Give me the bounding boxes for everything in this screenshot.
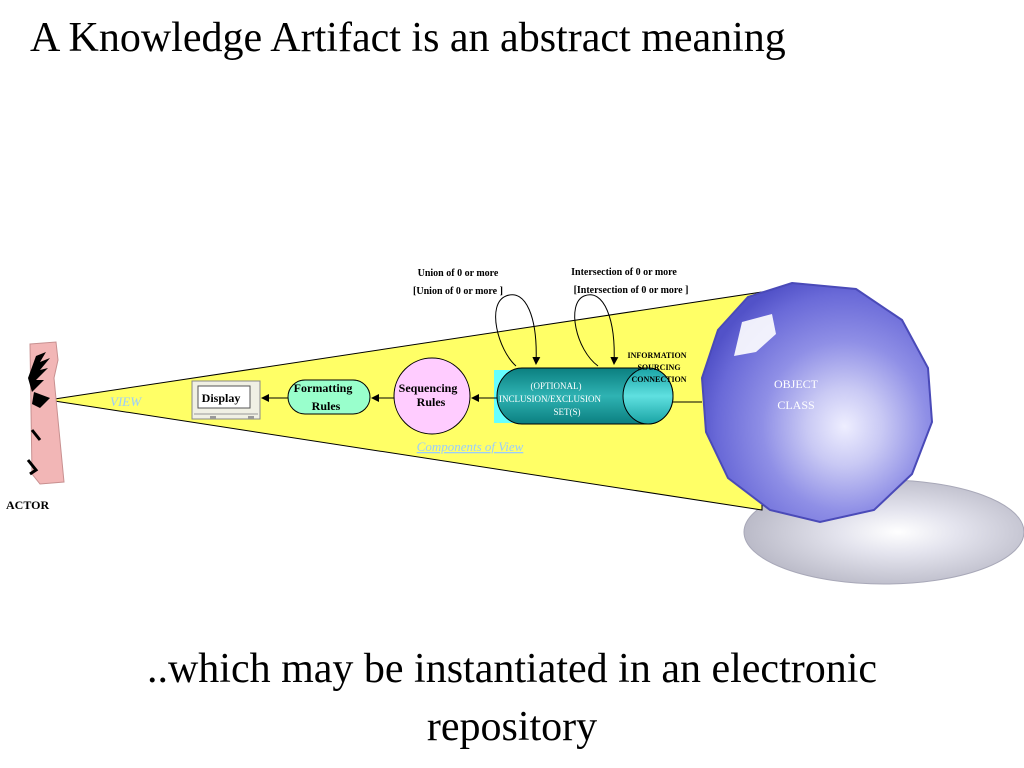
info-sourcing-label-2: SOURCING bbox=[637, 363, 680, 372]
actor-mouth bbox=[26, 429, 42, 476]
subtitle-line-2: repository bbox=[426, 704, 598, 750]
slide-subtitle: ..which may be instantiated in an electr… bbox=[0, 640, 1024, 756]
object-class-label-2: CLASS bbox=[777, 398, 814, 412]
intersection-loop-arrow bbox=[574, 294, 619, 367]
actor-label: ACTOR bbox=[6, 498, 49, 512]
display-label: Display bbox=[202, 391, 241, 405]
sequencing-label-2: Rules bbox=[417, 395, 446, 409]
union-loop-arrow bbox=[495, 294, 541, 367]
union-label-1: Union of 0 or more bbox=[418, 268, 499, 279]
info-sourcing-label-3: CONNECTION bbox=[631, 375, 686, 384]
inclusion-label-2: INCLUSION/EXCLUSION bbox=[499, 394, 601, 404]
inclusion-label-3: SET(S) bbox=[554, 407, 581, 417]
formatting-rules-shape bbox=[287, 379, 371, 415]
formatting-label-1: Formatting bbox=[294, 381, 353, 395]
inclusion-label-1: (OPTIONAL) bbox=[531, 381, 582, 391]
subtitle-line-1: ..which may be instantiated in an electr… bbox=[146, 646, 878, 692]
sequencing-rules-shape bbox=[393, 357, 471, 435]
actor-hair bbox=[28, 352, 50, 392]
object-class-label-1: OBJECT bbox=[774, 377, 819, 391]
actor-eye bbox=[32, 392, 50, 408]
formatting-label-2: Rules bbox=[312, 399, 341, 413]
intersection-label-1: Intersection of 0 or more bbox=[571, 267, 677, 278]
inclusion-exclusion-cylinder bbox=[494, 367, 674, 425]
slide-title: A Knowledge Artifact is an abstract mean… bbox=[30, 15, 786, 61]
display-monitor bbox=[191, 380, 261, 420]
view-label: VIEW bbox=[110, 394, 142, 409]
actor-figure bbox=[26, 341, 65, 485]
sphere-highlight bbox=[734, 314, 776, 356]
sequencing-label-1: Sequencing bbox=[399, 381, 458, 395]
intersection-label-2: [Intersection of 0 or more ] bbox=[574, 285, 689, 296]
info-sourcing-label-1: INFORMATION bbox=[628, 351, 687, 360]
components-of-view-label: Components of View bbox=[417, 439, 524, 454]
union-label-2: [Union of 0 or more ] bbox=[413, 286, 503, 297]
